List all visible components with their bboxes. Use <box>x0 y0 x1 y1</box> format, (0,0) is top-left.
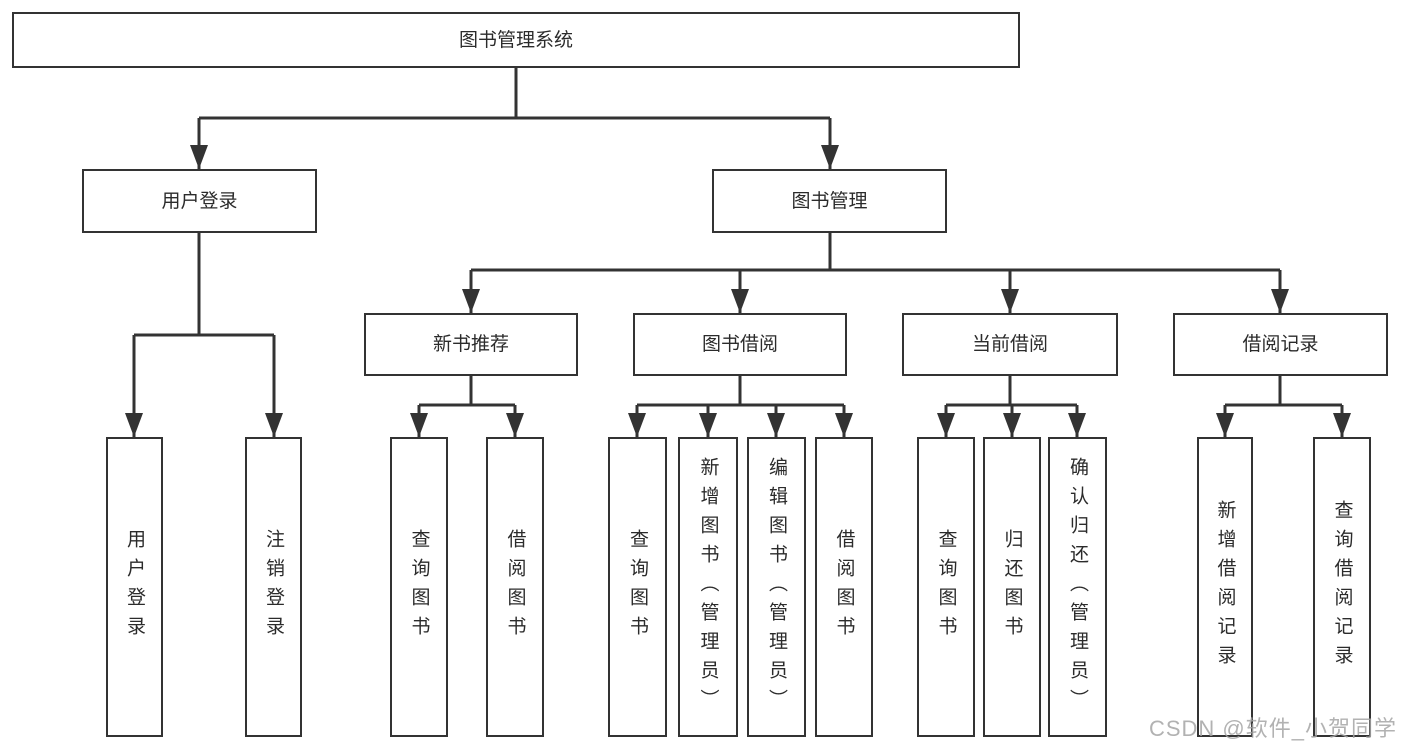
node-label: 新增借阅记录 <box>1214 500 1236 674</box>
csdn-watermark: CSDN @软件_小贺同学 <box>1148 716 1397 741</box>
leaf-add-borrow-record: 新增借阅记录 <box>1197 437 1253 737</box>
arrowheads <box>125 145 1351 437</box>
leaf-edit-book-admin: 编辑图书（管理员） <box>747 437 806 737</box>
leaf-confirm-return-admin: 确认归还（管理员） <box>1048 437 1107 737</box>
leaf-query-borrow-record: 查询借阅记录 <box>1313 437 1371 737</box>
node-label: 查询图书 <box>935 529 957 645</box>
node-label: 图书管理系统 <box>458 29 573 51</box>
leaf-logout: 注销登录 <box>245 437 302 737</box>
connector-borrow-record-children <box>1223 376 1344 437</box>
node-label: 借阅图书 <box>833 529 855 645</box>
node-label: 新书推荐 <box>432 334 509 355</box>
node-book-management-branch: 图书管理 <box>712 169 947 233</box>
connector-new-book-children <box>417 376 517 437</box>
node-label: 编辑图书（管理员） <box>766 456 787 718</box>
node-label: 借阅图书 <box>504 529 526 645</box>
node-label: 确认归还（管理员） <box>1067 456 1088 718</box>
connector-book-mgmt-to-level3 <box>469 233 1282 313</box>
node-current-borrow: 当前借阅 <box>902 313 1118 376</box>
node-label: 注销登录 <box>263 529 284 645</box>
connector-root-to-level2 <box>197 68 832 169</box>
leaf-query-books: 查询图书 <box>917 437 975 737</box>
node-label: 图书管理 <box>791 190 868 212</box>
leaf-query-books: 查询图书 <box>390 437 448 737</box>
leaf-user-login: 用户登录 <box>106 437 163 737</box>
node-user-login-branch: 用户登录 <box>82 169 317 233</box>
node-label: 借阅记录 <box>1242 334 1319 355</box>
node-label: 新增图书（管理员） <box>697 456 719 718</box>
node-book-borrow: 图书借阅 <box>633 313 847 376</box>
leaf-query-books: 查询图书 <box>608 437 667 737</box>
leaf-return-books: 归还图书 <box>983 437 1041 737</box>
node-library-system-root: 图书管理系统 <box>12 12 1020 68</box>
node-borrow-records: 借阅记录 <box>1173 313 1388 376</box>
leaf-add-book-admin: 新增图书（管理员） <box>678 437 738 737</box>
node-new-book-recommend: 新书推荐 <box>364 313 578 376</box>
node-label: 用户登录 <box>124 529 145 645</box>
node-label: 查询借阅记录 <box>1331 500 1353 674</box>
leaf-borrow-books: 借阅图书 <box>815 437 873 737</box>
connector-user-login-children <box>132 233 276 437</box>
node-label: 查询图书 <box>408 529 430 645</box>
connector-book-borrow-children <box>635 376 846 437</box>
node-label: 用户登录 <box>161 190 238 212</box>
node-label: 查询图书 <box>627 529 648 645</box>
node-label: 当前借阅 <box>971 334 1048 355</box>
node-label: 图书借阅 <box>701 334 778 355</box>
leaf-borrow-books: 借阅图书 <box>486 437 544 737</box>
node-label: 归还图书 <box>1001 529 1023 645</box>
